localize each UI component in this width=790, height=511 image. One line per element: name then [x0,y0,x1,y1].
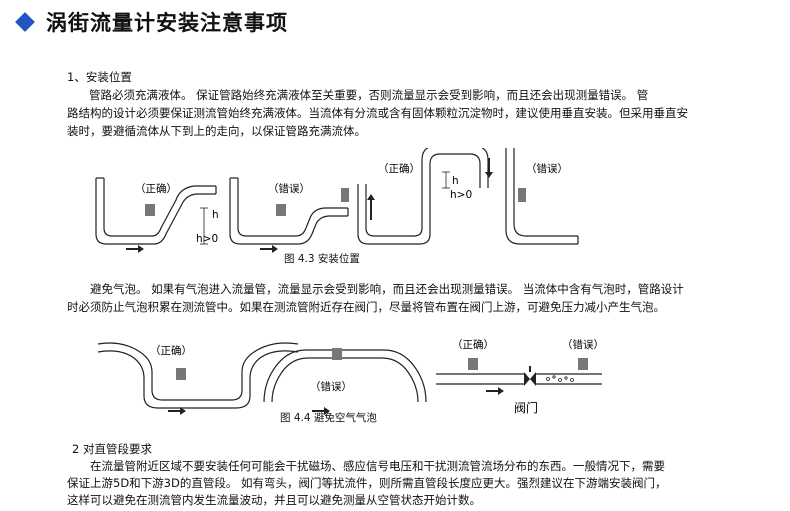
bubble-line-1: 避免气泡。 如果有气泡进入流量管，流量显示会受到影响，而且还会出现测量错误。 当… [90,282,684,296]
fig43-label-hgt0-2: h>0 [450,189,472,201]
fig44-label-correct-2: （正确） [452,338,494,351]
section2-line-1: 在流量管附近区域不要安装任何可能会干扰磁场、感应信号电压和干扰测流管流场分布的东… [90,459,665,473]
section1-line-2: 路结构的设计必须要保证测流管始终充满液体。当流体有分流或含有固体颗粒沉淀物时，建… [67,106,688,120]
fig43-label-h-2: h [452,175,459,187]
section1-line-3: 装时，要避循流体从下到上的走向，以保证管路充满流体。 [67,124,366,138]
fig44-caption: 图 4.4 避免空气气泡 [280,412,377,424]
section2-line-3: 这样可以避免在测流管内发生流量波动，并且可以避免测量从空管状态开始计数。 [67,493,481,507]
section1-line-1: 管路必须充满液体。 保证管路始终充满液体至关重要，否则流量显示会受到影响，而且还… [89,88,649,102]
fig43-label-wrong-1: （错误） [268,182,310,195]
bubble-line-2: 时必须防止气泡积累在测流管中。如果在测流管附近存在阀门，尽量将管布置在阀门上游，… [67,300,665,314]
fig43-caption: 图 4.3 安装位置 [284,253,360,265]
page-header: 涡街流量计安装注意事项 [10,4,288,40]
fig44-label-valve: 阀门 [514,400,538,415]
fig43-label-h-1: h [212,209,219,221]
section1-heading: 1、安装位置 [67,70,132,84]
fig44-label-wrong-1: （错误） [310,380,352,393]
installation-position-figure: （正确） （错误） （正确） （错误） h h>0 h h>0 [95,148,579,253]
section2-heading: 2 对直管段要求 [72,442,152,456]
fig43-label-correct-2: （正确） [378,162,420,175]
fig44-label-wrong-2: （错误） [562,338,604,351]
fig44-label-correct-1: （正确） [150,344,192,357]
avoid-bubbles-figure: （正确） （错误） （正确） （错误） 阀门 [97,338,604,415]
section2-line-2: 保证上游5D和下游3D的直管段。 如有弯头，阀门等扰流件，则所需直管段长度应更大… [67,476,667,490]
fig43-label-hgt0-1: h>0 [196,233,218,245]
fig43-label-correct-1: （正确） [135,182,177,195]
fig43-label-wrong-2: （错误） [526,162,568,175]
page-title: 涡街流量计安装注意事项 [46,11,288,35]
diamond-bullet-icon [15,12,35,32]
